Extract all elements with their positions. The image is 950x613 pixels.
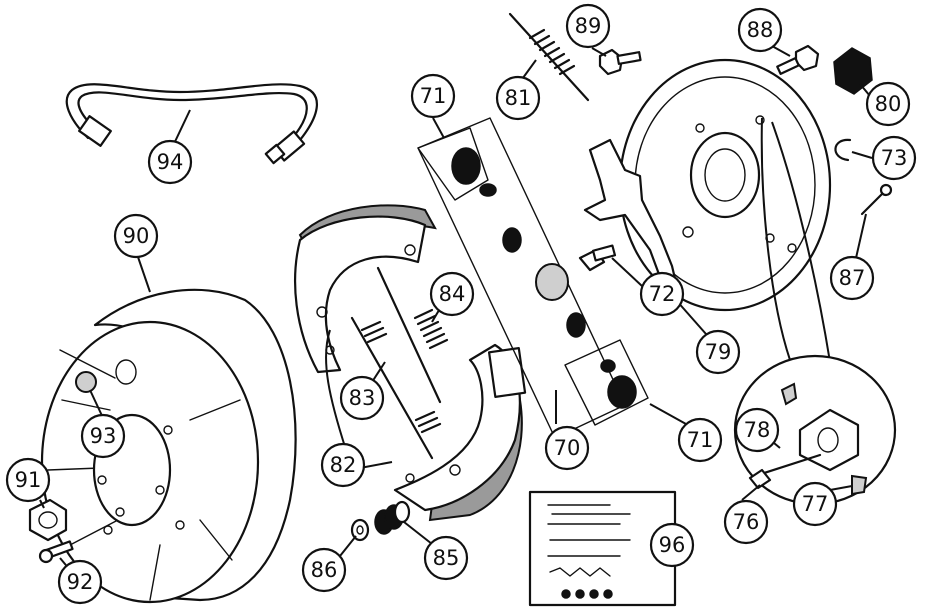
callout-label: 94 [157, 150, 184, 174]
callout-label: 78 [744, 418, 771, 442]
brake-shoes-drawing [294, 204, 527, 522]
callout-circle [423, 535, 469, 581]
callout-label: 93 [90, 424, 117, 448]
callout-circle [865, 81, 911, 127]
callout-circle [544, 425, 590, 471]
callout-label: 85 [433, 546, 460, 570]
callout-return-spring-upper: 84 [429, 271, 475, 317]
steady-spring-drawing [374, 500, 411, 535]
adjuster-inset-drawing [733, 117, 897, 506]
callout-wheel-nut: 91 [5, 457, 51, 503]
callout-circle [147, 139, 193, 185]
brake-hose-drawing [65, 83, 318, 165]
callout-label: 79 [705, 340, 732, 364]
callout-label: 71 [420, 84, 447, 108]
callout-label: 71 [687, 428, 714, 452]
callout-adjuster-tappet: 77 [792, 481, 838, 527]
callout-return-spring-lower: 83 [339, 375, 385, 421]
callout-adjuster-body: 76 [723, 499, 769, 545]
bleed-screw-drawing [578, 244, 617, 272]
wheel-cylinder-kit-drawing [417, 117, 649, 439]
callout-spring-kit: 96 [649, 522, 695, 568]
callout-circle [410, 73, 456, 119]
callout-circle [792, 481, 838, 527]
callout-label: 72 [649, 282, 676, 306]
callout-shoe-return-spring: 81 [495, 75, 541, 121]
callout-label: 73 [881, 146, 908, 170]
backplate-bolt-drawing [598, 48, 642, 76]
callout-circle [429, 271, 475, 317]
callout-circle [829, 255, 875, 301]
callout-circle [695, 329, 741, 375]
callout-label: 92 [67, 570, 94, 594]
leader-lines [39, 45, 873, 571]
callout-label: 81 [505, 86, 532, 110]
callout-label: 86 [311, 558, 338, 582]
backplate-drawing [618, 58, 832, 312]
callout-handbrake-lever: 79 [695, 329, 741, 375]
shoe-return-spring-drawing [508, 12, 590, 102]
callout-circle [677, 417, 723, 463]
callout-circle [57, 559, 103, 605]
callout-adjuster-bolt: 88 [737, 7, 783, 53]
callout-circle [301, 547, 347, 593]
adjuster-bolt-drawing [776, 44, 820, 75]
circlip-drawing [834, 138, 852, 162]
callout-label: 77 [802, 492, 829, 516]
return-springs-drawing [350, 266, 449, 460]
callout-circle [5, 457, 51, 503]
callout-circle [639, 271, 685, 317]
callout-backplate-bolt: 89 [565, 3, 611, 49]
wheel-stud-drawing [38, 540, 74, 564]
callout-wheel-cylinder: 70 [544, 425, 590, 471]
callout-washer: 86 [301, 547, 347, 593]
callout-label: 87 [839, 266, 866, 290]
callout-label: 91 [15, 468, 42, 492]
callout-label: 96 [659, 533, 686, 557]
callout-label: 76 [733, 510, 760, 534]
callout-bleed-screw: 72 [639, 271, 685, 317]
callout-circle [320, 442, 366, 488]
callout-adjuster-cap: 80 [865, 81, 911, 127]
callout-brake-shoes: 82 [320, 442, 366, 488]
callout-drum-screw: 93 [80, 413, 126, 459]
callout-circle [734, 407, 780, 453]
callout-circle [80, 413, 126, 459]
callout-split-pin: 87 [829, 255, 875, 301]
callout-circle [737, 7, 783, 53]
callout-circle [723, 499, 769, 545]
callout-circle [113, 213, 159, 259]
callout-adjuster-wedge: 78 [734, 407, 780, 453]
wheel-nut-drawing [28, 498, 68, 542]
callout-label: 83 [349, 386, 376, 410]
callout-circle [871, 135, 917, 181]
callout-circle [565, 3, 611, 49]
callout-brake-hose: 94 [147, 139, 193, 185]
callout-label: 82 [330, 453, 357, 477]
washer-drawing [350, 518, 370, 542]
callout-wheel-stud: 92 [57, 559, 103, 605]
split-pin-drawing [860, 183, 893, 216]
adjuster-cap-drawing [833, 47, 873, 95]
callout-label: 89 [575, 14, 602, 38]
callout-label: 90 [123, 224, 150, 248]
callout-label: 80 [875, 92, 902, 116]
part-callouts: 71 81 89 88 80 73 87 94 90 84 72 79 83 93 70 71 78 82 91 77… [5, 3, 917, 605]
callout-circle [339, 375, 385, 421]
callout-circle [495, 75, 541, 121]
callout-label: 88 [747, 18, 774, 42]
callout-wheel-cylinder-kit-lower: 71 [677, 417, 723, 463]
callout-circle [649, 522, 695, 568]
callout-label: 70 [554, 436, 581, 460]
callout-wheel-cylinder-kit-upper: 71 [410, 73, 456, 119]
callout-label: 84 [439, 282, 466, 306]
callout-steady-spring: 85 [423, 535, 469, 581]
callout-brake-drum: 90 [113, 213, 159, 259]
callout-circlip: 73 [871, 135, 917, 181]
brake-drum-drawing [40, 288, 297, 604]
